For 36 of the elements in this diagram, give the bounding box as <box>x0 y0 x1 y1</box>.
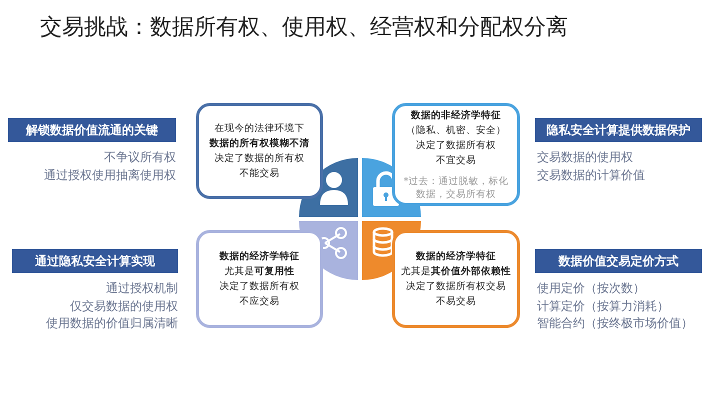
info-card <box>196 103 323 199</box>
bullet-text: 使用定价（按次数） <box>537 280 645 297</box>
card-text: 决定了数据所有权 <box>220 280 300 294</box>
bullet-text: 使用数据的价值归属清晰 <box>46 315 178 332</box>
card-text: 不能交易 <box>240 167 280 181</box>
card-text: 在现今的法律环境下 <box>214 122 304 136</box>
card-text: 尤其是可复用性 <box>224 265 294 279</box>
card-text: （隐私、机密、安全） <box>406 124 506 138</box>
heading-bar: 隐私安全计算提供数据保护 <box>535 118 702 142</box>
bullet-text: 通过授权使用抽离使用权 <box>44 166 176 184</box>
bullet-text: 计算定价（按算力消耗） <box>537 298 669 314</box>
diagram-title: 交易挑战：数据所有权、使用权、经营权和分配权分离 <box>40 14 568 42</box>
info-card <box>196 230 323 328</box>
bullet-text: 智能合约（按终极市场价值） <box>537 315 693 332</box>
note-text: *过去：通过脱敏，标化数据，交易所有权 <box>402 175 510 201</box>
card-text: 数据的经济学特征 <box>416 250 496 264</box>
card-text: 决定了数据的所有权 <box>214 152 304 166</box>
card-text: 数据的经济学特征 <box>220 250 300 264</box>
heading-bar: 数据价值交易定价方式 <box>535 249 702 273</box>
card-text: 决定了数据所有权交易 <box>406 280 506 294</box>
card-text: 不宜交易 <box>436 154 476 168</box>
bullet-text: 仅交易数据的使用权 <box>70 298 178 314</box>
card-text: 尤其是其价值外部依赖性 <box>401 264 511 279</box>
bullet-text: 交易数据的使用权 <box>537 149 633 166</box>
card-text: 数据的非经济学特征 <box>411 108 501 123</box>
card-text: 决定了数据所有权 <box>416 139 496 153</box>
bullet-text: 不争议所有权 <box>104 149 176 166</box>
bullet-text: 通过授权机制 <box>106 280 178 297</box>
info-card <box>392 103 520 206</box>
heading-bar: 解锁数据价值流通的关键 <box>8 118 176 142</box>
bullet-text: 交易数据的计算价值 <box>537 166 645 184</box>
card-text: 不易交易 <box>436 295 476 309</box>
heading-bar: 通过隐私安全计算实现 <box>12 249 178 273</box>
card-text: 不应交易 <box>240 295 280 309</box>
card-text: 数据的所有权模糊不清 <box>210 137 310 151</box>
info-card <box>392 230 520 328</box>
